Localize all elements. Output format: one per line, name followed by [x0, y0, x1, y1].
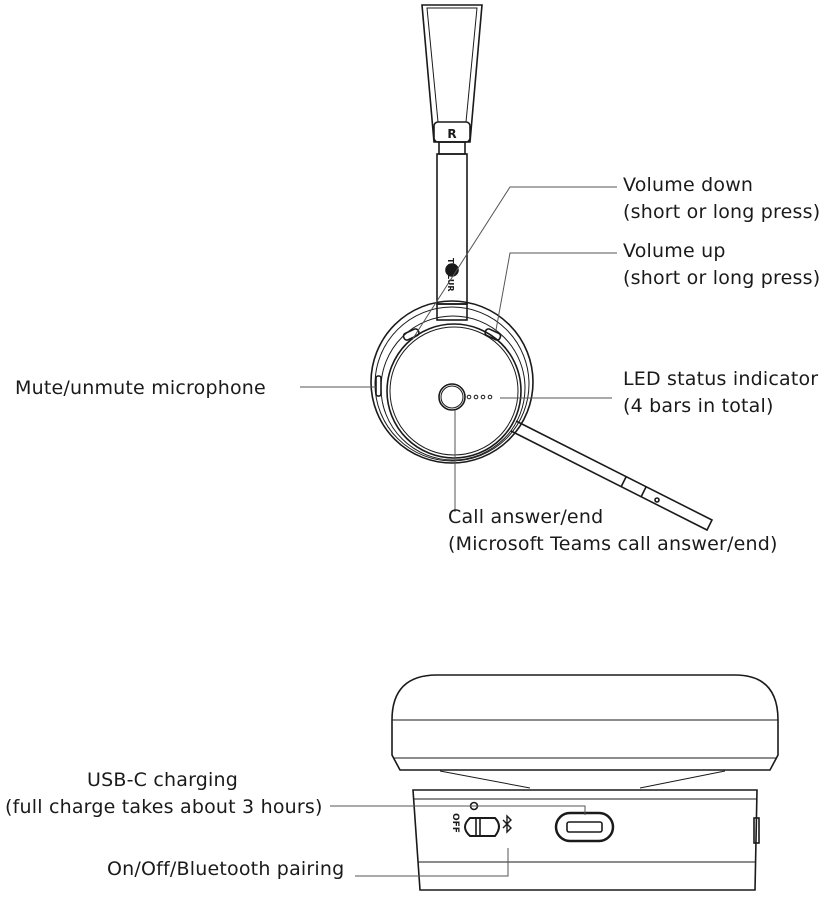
volume-up-label: Volume up (short or long press) [623, 238, 820, 292]
stem: TELLUR [436, 153, 468, 321]
led-indicator-dots [466, 394, 493, 400]
bluetooth-icon [502, 814, 512, 834]
call-button [438, 383, 466, 411]
mute-label: Mute/unmute microphone [15, 377, 266, 399]
power-switch [464, 817, 500, 837]
volume-down-detail: (short or long press) [623, 201, 821, 223]
usb-c-port [554, 811, 615, 843]
microphone-boom [510, 420, 714, 532]
earcup [370, 300, 534, 464]
led-label: LED status indicator (4 bars in total) [623, 366, 818, 420]
volume-up-title: Volume up [623, 240, 726, 262]
volume-down-button [402, 328, 420, 341]
side-marker: R [447, 127, 456, 141]
call-label: Call answer/end (Microsoft Teams call an… [448, 504, 778, 558]
charging-dock: OFF [391, 674, 779, 891]
volume-down-title: Volume down [623, 174, 754, 196]
power-label: On/Off/Bluetooth pairing [107, 858, 345, 880]
switch-off-marker: OFF [450, 813, 460, 833]
volume-up-detail: (short or long press) [623, 267, 821, 289]
dock-leader-lines [330, 805, 586, 877]
usb-c-detail: (full charge takes about 3 hours) [5, 796, 323, 818]
led-detail: (4 bars in total) [623, 395, 774, 417]
led-title: LED status indicator [623, 368, 819, 390]
call-detail: (Microsoft Teams call answer/end) [448, 533, 778, 555]
call-title: Call answer/end [448, 506, 604, 528]
volume-down-label: Volume down (short or long press) [623, 172, 820, 226]
volume-up-button [484, 328, 502, 341]
mute-button [375, 375, 382, 397]
brand-text: TELLUR [446, 258, 455, 292]
headband: R [421, 4, 483, 155]
usb-c-label: USB-C charging (full charge takes about … [5, 767, 323, 821]
usb-c-title: USB-C charging [86, 769, 238, 791]
leader-lines [300, 186, 617, 512]
